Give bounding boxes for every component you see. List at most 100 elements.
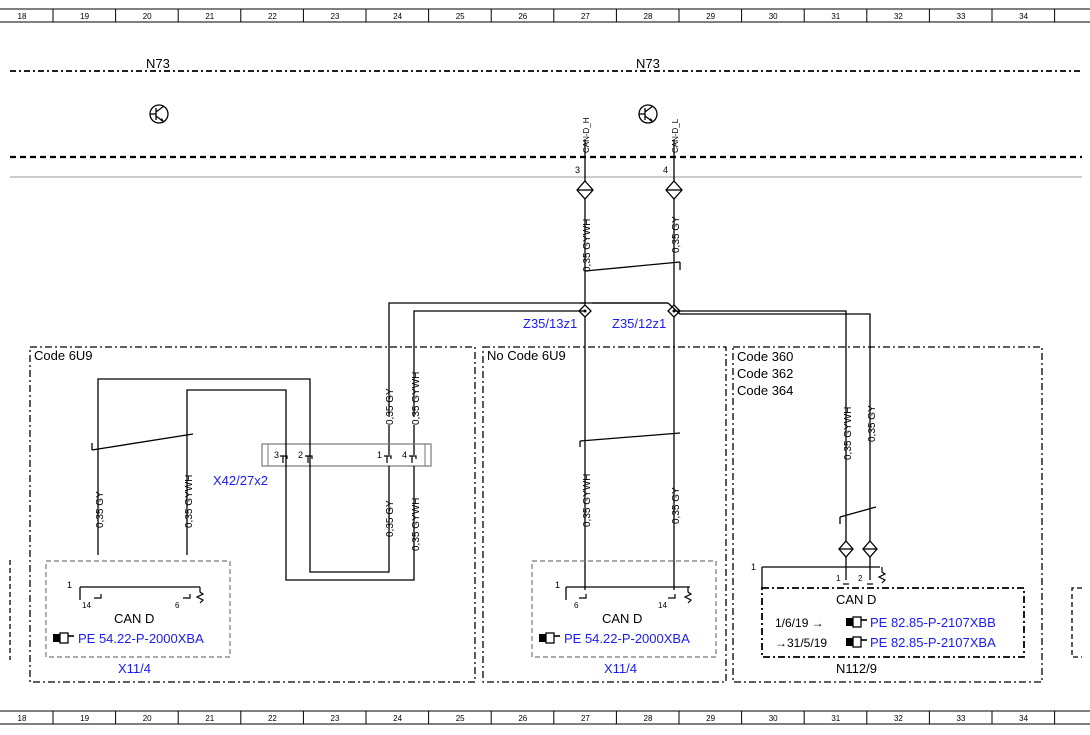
section-code-360 xyxy=(732,346,1043,683)
module-n112-9 xyxy=(761,587,1025,658)
module-right-pin-one: 1 xyxy=(751,562,756,572)
module-left-pin-14: 14 xyxy=(82,601,91,610)
ruler-column-label: 31 xyxy=(831,714,840,723)
wire-label-gywh-right: 0,35 GYWH xyxy=(843,407,854,460)
module-left-pin-6: 6 xyxy=(175,601,180,610)
conn-pin-2: 2 xyxy=(298,450,303,460)
wire-label-gy-middle: 0,35 GY xyxy=(671,487,682,524)
can-d-l-label: CAN-D_L xyxy=(671,118,680,153)
module-right-ref-1[interactable]: PE 82.85-P-2107XBB xyxy=(870,615,996,630)
ruler-column-label: 21 xyxy=(205,714,214,723)
ruler-column-label: 22 xyxy=(268,714,277,723)
ruler-column-label: 30 xyxy=(769,12,778,21)
splice-label-left: Z35/13z1 xyxy=(523,316,577,331)
ruler-column-label: 24 xyxy=(393,714,402,723)
conn-pin-1: 1 xyxy=(377,450,382,460)
pointing-hand-icon xyxy=(539,632,560,644)
connector-x42-27x2 xyxy=(261,443,432,467)
ruler-column-label: 24 xyxy=(393,12,402,21)
splice-label-right: Z35/12z1 xyxy=(612,316,666,331)
ruler-bottom: 18 19 20 21 22 23 24 25 26 27 28 29 30 31 32 33 34 xyxy=(0,710,1090,725)
ruler-column-label: 20 xyxy=(143,12,152,21)
module-middle-pin-one: 1 xyxy=(555,580,560,590)
ruler-column-label: 26 xyxy=(518,12,527,21)
connector-x42-27x2-label: X42/27x2 xyxy=(213,473,268,488)
module-left-ref[interactable]: PE 54.22-P-2000XBA xyxy=(78,631,204,646)
module-left-pin-one: 1 xyxy=(67,580,72,590)
module-right-name: N112/9 xyxy=(836,661,877,676)
ruler-column-label: 32 xyxy=(894,12,903,21)
module-right-pin-1: 1 xyxy=(836,574,841,583)
transistor-icon xyxy=(638,104,658,124)
n73-label-left: N73 xyxy=(146,56,170,71)
module-x11-4-middle xyxy=(531,560,717,658)
wire-label-gy-lower-left-b: 0,35 GY xyxy=(385,500,396,537)
module-left-can-d: CAN D xyxy=(114,611,154,626)
module-right-pin-2: 2 xyxy=(858,574,863,583)
ruler-column-label: 29 xyxy=(706,12,715,21)
conn-pin-3: 3 xyxy=(274,450,279,460)
ruler-column-label: 23 xyxy=(331,714,340,723)
diamond-terminal-icon xyxy=(862,540,878,580)
n73-label-right: N73 xyxy=(636,56,660,71)
ruler-column-label: 33 xyxy=(957,714,966,723)
module-left-name: X11/4 xyxy=(118,661,151,676)
section-code-6u9-label: Code 6U9 xyxy=(34,348,93,363)
section-no-code-6u9 xyxy=(482,346,727,683)
module-x11-4-left xyxy=(45,560,231,658)
module-middle-pin-14: 14 xyxy=(658,601,667,610)
ruler-column-label: 29 xyxy=(706,714,715,723)
ruler-column-label: 30 xyxy=(769,714,778,723)
module-middle-pin-6: 6 xyxy=(574,601,579,610)
ruler-column-label: 25 xyxy=(456,12,465,21)
ruler-column-label: 28 xyxy=(644,714,653,723)
pin-3-label: 3 xyxy=(575,165,580,175)
ruler-column-label: 22 xyxy=(268,12,277,21)
wire-label-gywh-lower-left-a: 0,35 GYWH xyxy=(184,475,195,528)
diamond-terminal-icon xyxy=(576,180,594,204)
pin-4-label: 4 xyxy=(663,165,668,175)
can-d-h-label: CAN-D_H xyxy=(582,117,591,153)
wire-label-gy-right: 0,35 GY xyxy=(867,405,878,442)
pointing-hand-icon xyxy=(846,616,867,628)
pointing-hand-icon xyxy=(53,632,74,644)
pointing-hand-icon xyxy=(846,636,867,648)
module-middle-name: X11/4 xyxy=(604,661,637,676)
ruler-column-label: 20 xyxy=(143,714,152,723)
ruler-column-label: 31 xyxy=(831,12,840,21)
ruler-column-label: 19 xyxy=(80,714,89,723)
conn-pin-4: 4 xyxy=(402,450,407,460)
ruler-column-label: 33 xyxy=(957,12,966,21)
ruler-column-label: 32 xyxy=(894,714,903,723)
wire-label-gy-top: 0,35 GY xyxy=(671,216,682,253)
ruler-column-label: 18 xyxy=(18,12,27,21)
ruler-column-label: 18 xyxy=(18,714,27,723)
module-right-date-2: →31/5/19 xyxy=(775,636,827,650)
ruler-column-label: 34 xyxy=(1019,12,1028,21)
ruler-column-label: 21 xyxy=(205,12,214,21)
ruler-column-label: 26 xyxy=(518,714,527,723)
section-code-364-label: Code 364 xyxy=(737,383,793,398)
wire-label-gywh-lower-left-b: 0,35 GYWH xyxy=(411,498,422,551)
ruler-column-label: 19 xyxy=(80,12,89,21)
wire-label-gy-lower-left-a: 0,35 GY xyxy=(95,491,106,528)
module-right-can-d: CAN D xyxy=(836,592,876,607)
ruler-column-label: 23 xyxy=(331,12,340,21)
section-no-code-6u9-label: No Code 6U9 xyxy=(487,348,566,363)
diamond-terminal-icon xyxy=(838,540,854,580)
section-code-362-label: Code 362 xyxy=(737,366,793,381)
ruler-column-label: 25 xyxy=(456,714,465,723)
wire-label-gywh-top: 0,35 GYWH xyxy=(582,219,593,272)
ruler-column-label: 28 xyxy=(644,12,653,21)
section-code-360-label: Code 360 xyxy=(737,349,793,364)
wire-label-gywh-middle: 0,35 GYWH xyxy=(582,474,593,527)
module-middle-can-d: CAN D xyxy=(602,611,642,626)
diamond-terminal-icon xyxy=(665,180,683,204)
module-right-ref-2[interactable]: PE 82.85-P-2107XBA xyxy=(870,635,996,650)
wire-label-gy-upper-left: 0,35 GY xyxy=(385,388,396,425)
ruler-column-label: 27 xyxy=(581,714,590,723)
module-middle-ref[interactable]: PE 54.22-P-2000XBA xyxy=(564,631,690,646)
ruler-column-label: 34 xyxy=(1019,714,1028,723)
